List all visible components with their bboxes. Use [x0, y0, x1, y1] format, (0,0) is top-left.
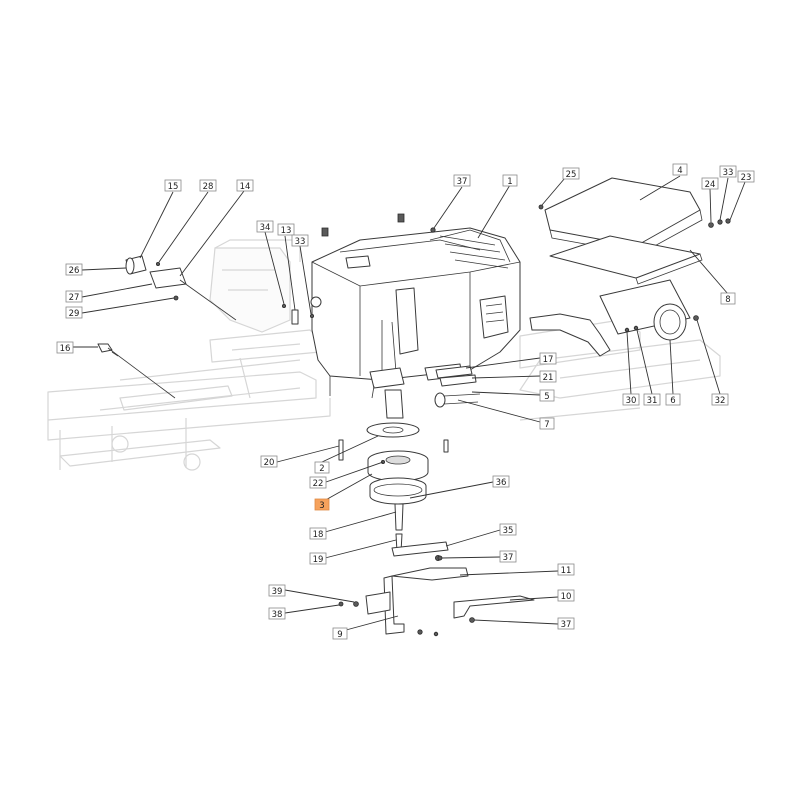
- fasteners-upper: [281, 303, 314, 325]
- callout-24[interactable]: 24: [701, 177, 719, 223]
- svg-text:21: 21: [543, 373, 554, 383]
- callout-11[interactable]: 11: [459, 563, 575, 576]
- svg-text:1: 1: [507, 177, 512, 187]
- svg-text:9: 9: [337, 630, 342, 640]
- pto-clutch-stack: [338, 389, 449, 553]
- svg-text:20: 20: [264, 458, 275, 468]
- callout-20[interactable]: 20: [260, 445, 340, 468]
- svg-text:22: 22: [313, 479, 324, 489]
- svg-text:26: 26: [69, 266, 80, 276]
- callout-33-engine[interactable]: 33: [291, 234, 312, 315]
- svg-text:37: 37: [561, 620, 572, 630]
- svg-text:37: 37: [503, 553, 514, 563]
- svg-text:13: 13: [281, 226, 292, 236]
- svg-text:31: 31: [647, 396, 658, 406]
- svg-text:35: 35: [503, 526, 514, 536]
- callout-32[interactable]: 32: [696, 319, 729, 406]
- svg-text:18: 18: [313, 530, 324, 540]
- svg-text:30: 30: [626, 396, 637, 406]
- svg-text:27: 27: [69, 293, 80, 303]
- callout-2[interactable]: 2: [314, 435, 379, 474]
- callout-38[interactable]: 38: [268, 604, 340, 620]
- svg-text:16: 16: [60, 344, 71, 354]
- svg-text:15: 15: [168, 182, 179, 192]
- callout-19[interactable]: 19: [309, 539, 397, 565]
- callout-16[interactable]: 16: [56, 341, 98, 354]
- callout-18[interactable]: 18: [309, 511, 397, 540]
- svg-text:29: 29: [69, 309, 80, 319]
- svg-text:23: 23: [741, 173, 752, 183]
- callout-1[interactable]: 1: [477, 174, 518, 239]
- callout-34[interactable]: 34: [256, 220, 285, 305]
- svg-text:5: 5: [544, 392, 549, 402]
- svg-text:36: 36: [496, 478, 507, 488]
- svg-text:34: 34: [260, 223, 271, 233]
- callout-37-engine-top[interactable]: 37: [433, 174, 471, 229]
- svg-text:11: 11: [561, 566, 572, 576]
- callout-36[interactable]: 36: [409, 475, 510, 499]
- muffler-fasteners: [430, 204, 731, 561]
- svg-text:8: 8: [725, 295, 730, 305]
- svg-text:33: 33: [295, 237, 306, 247]
- callout-29[interactable]: 29: [65, 297, 175, 319]
- idler-parts: [434, 365, 481, 408]
- throttle-controls: [125, 255, 237, 321]
- callout-21[interactable]: 21: [471, 370, 557, 383]
- callout-26[interactable]: 26: [65, 263, 127, 276]
- heat-shield: [544, 177, 703, 255]
- callout-5[interactable]: 5: [471, 389, 555, 402]
- callout-37-lever[interactable]: 37: [473, 617, 575, 630]
- callout-3[interactable]: 3: [314, 473, 373, 511]
- callout-13[interactable]: 13: [277, 223, 296, 311]
- callout-28[interactable]: 28: [158, 179, 217, 263]
- svg-text:25: 25: [566, 170, 577, 180]
- callout-37-bracket[interactable]: 37: [441, 550, 517, 563]
- svg-text:7: 7: [544, 420, 549, 430]
- callout-23[interactable]: 23: [729, 170, 755, 221]
- lever-brackets: [338, 541, 535, 637]
- svg-text:17: 17: [543, 355, 554, 365]
- svg-text:4: 4: [677, 166, 682, 176]
- muffler-assembly: [529, 235, 703, 357]
- svg-text:14: 14: [240, 182, 251, 192]
- callout-7[interactable]: 7: [457, 399, 555, 430]
- svg-text:24: 24: [705, 180, 716, 190]
- callout-4[interactable]: 4: [639, 163, 688, 201]
- engine-block: [310, 213, 521, 399]
- mower-frame-ghost: [47, 239, 721, 471]
- callout-33-muffler[interactable]: 33: [719, 165, 737, 221]
- callout-14[interactable]: 14: [179, 179, 254, 277]
- svg-text:19: 19: [313, 555, 324, 565]
- callout-39[interactable]: 39: [268, 584, 355, 603]
- svg-text:6: 6: [670, 396, 675, 406]
- callout-6[interactable]: 6: [665, 339, 681, 406]
- callout-10[interactable]: 10: [509, 589, 575, 602]
- svg-text:37: 37: [457, 177, 468, 187]
- callout-30[interactable]: 30: [622, 331, 640, 406]
- callout-8[interactable]: 8: [689, 249, 736, 305]
- callout-22[interactable]: 22: [309, 461, 384, 489]
- svg-text:38: 38: [272, 610, 283, 620]
- callout-25[interactable]: 25: [541, 167, 580, 206]
- callout-35[interactable]: 35: [445, 523, 517, 547]
- svg-text:10: 10: [561, 592, 572, 602]
- callout-17[interactable]: 17: [465, 352, 557, 369]
- choke-cable: [97, 343, 176, 399]
- callouts: 1 2 3 4 5 6 7: [56, 163, 755, 640]
- callout-9[interactable]: 9: [332, 615, 399, 640]
- callout-27[interactable]: 27: [65, 283, 153, 303]
- callout-15[interactable]: 15: [139, 179, 182, 259]
- callout-31[interactable]: 31: [636, 329, 661, 406]
- svg-text:32: 32: [715, 396, 726, 406]
- svg-text:33: 33: [723, 168, 734, 178]
- svg-text:2: 2: [319, 464, 324, 474]
- svg-text:39: 39: [272, 587, 283, 597]
- svg-text:3: 3: [319, 501, 324, 511]
- svg-text:28: 28: [203, 182, 214, 192]
